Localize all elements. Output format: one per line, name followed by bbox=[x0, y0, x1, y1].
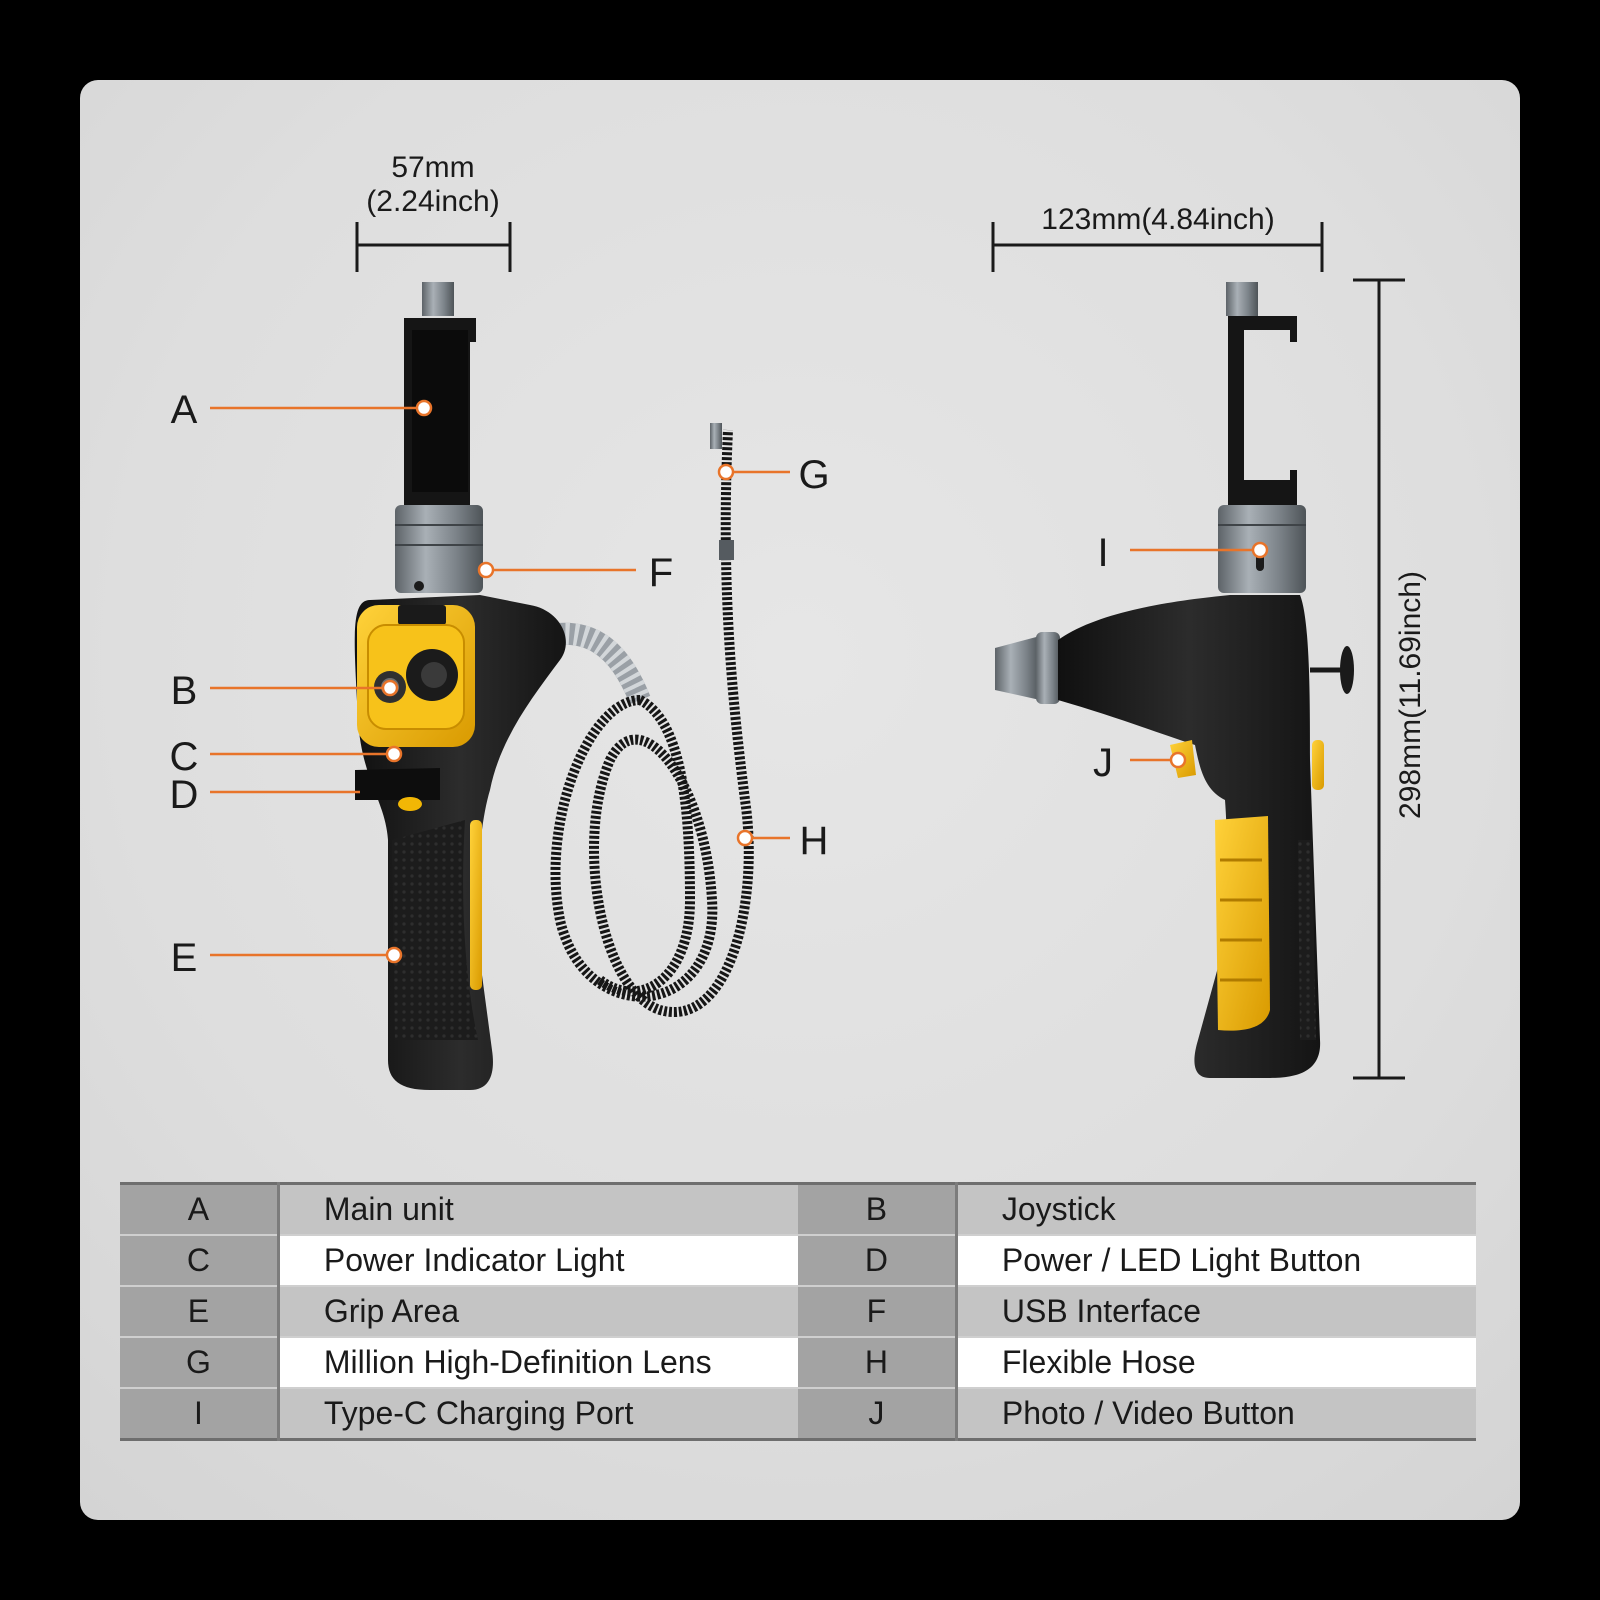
callout-i-label: I bbox=[1097, 531, 1108, 575]
legend-key: J bbox=[798, 1388, 958, 1441]
metal-collar bbox=[395, 505, 483, 593]
callout-c-label: C bbox=[170, 735, 199, 779]
legend-label: Power Indicator Light bbox=[278, 1235, 798, 1287]
callout-j: J bbox=[1093, 741, 1187, 785]
legend-label: Power / LED Light Button bbox=[956, 1235, 1476, 1287]
legend-key: I bbox=[120, 1388, 280, 1441]
flexible-hose bbox=[550, 429, 754, 1017]
height-label: 298mm(11.69inch) bbox=[1394, 571, 1427, 819]
callout-b-label: B bbox=[171, 669, 198, 713]
legend-label: USB Interface bbox=[956, 1286, 1476, 1338]
callout-d: D bbox=[170, 773, 360, 817]
callout-f: F bbox=[477, 551, 673, 595]
power-button bbox=[355, 768, 440, 800]
legend-key: A bbox=[120, 1183, 280, 1236]
legend-row: G Million High-Definition Lens H Flexibl… bbox=[120, 1337, 1476, 1389]
front-width-mm: 57mm bbox=[391, 151, 474, 184]
side-body bbox=[1058, 595, 1321, 1078]
parts-legend-table: A Main unit B Joystick C Power Indicator… bbox=[120, 1182, 1476, 1441]
callout-i: I bbox=[1097, 531, 1269, 575]
callout-a-label: A bbox=[171, 388, 198, 432]
legend-key: G bbox=[120, 1337, 280, 1389]
callout-e: E bbox=[171, 936, 403, 980]
callout-h: H bbox=[736, 819, 829, 863]
side-clamp bbox=[1228, 316, 1297, 505]
legend-row: I Type-C Charging Port J Photo / Video B… bbox=[120, 1388, 1476, 1441]
legend-row: E Grip Area F USB Interface bbox=[120, 1286, 1476, 1338]
height-dimension: 298mm(11.69inch) bbox=[1353, 278, 1427, 1080]
side-yellow-grip bbox=[1215, 816, 1270, 1031]
callout-d-label: D bbox=[170, 773, 199, 817]
legend-key: E bbox=[120, 1286, 280, 1338]
side-width-dimension: 123mm(4.84inch) bbox=[991, 203, 1324, 272]
camera-lens bbox=[710, 423, 722, 449]
callout-e-label: E bbox=[171, 936, 198, 980]
legend-label: Grip Area bbox=[278, 1286, 798, 1338]
grip-area bbox=[392, 820, 478, 1040]
legend-label: Type-C Charging Port bbox=[278, 1388, 798, 1441]
legend-row: C Power Indicator Light D Power / LED Li… bbox=[120, 1235, 1476, 1287]
front-view: 57mm (2.24inch) bbox=[354, 151, 754, 1090]
callout-b: B bbox=[171, 669, 399, 713]
legend-row: A Main unit B Joystick bbox=[120, 1183, 1476, 1236]
callout-g-label: G bbox=[798, 453, 829, 497]
callout-h-label: H bbox=[800, 819, 829, 863]
legend-key: C bbox=[120, 1235, 280, 1287]
nose-cone bbox=[995, 636, 1040, 700]
side-width-label: 123mm(4.84inch) bbox=[1041, 203, 1274, 236]
product-diagram: 57mm (2.24inch) bbox=[170, 151, 1427, 1090]
front-width-dimension: 57mm (2.24inch) bbox=[355, 151, 512, 272]
legend-key: F bbox=[798, 1286, 958, 1338]
top-screw bbox=[422, 282, 454, 316]
legend-label: Joystick bbox=[956, 1183, 1476, 1236]
callout-j-label: J bbox=[1093, 741, 1113, 785]
legend-key: B bbox=[798, 1183, 958, 1236]
legend-label: Million High-Definition Lens bbox=[278, 1337, 798, 1389]
legend-key: D bbox=[798, 1235, 958, 1287]
legend-key: H bbox=[798, 1337, 958, 1389]
front-width-inch: (2.24inch) bbox=[366, 185, 499, 218]
callout-c: C bbox=[170, 735, 403, 779]
callouts: A B C D E F G bbox=[170, 388, 1269, 980]
legend-label: Flexible Hose bbox=[956, 1337, 1476, 1389]
legend-label: Main unit bbox=[278, 1183, 798, 1236]
side-view: 123mm(4.84inch) 298mm(11.69inch) bbox=[991, 203, 1427, 1080]
side-knob bbox=[1340, 646, 1354, 694]
callout-a: A bbox=[171, 388, 433, 432]
legend-label: Photo / Video Button bbox=[956, 1388, 1476, 1441]
callout-g: G bbox=[717, 453, 830, 497]
callout-f-label: F bbox=[649, 551, 673, 595]
